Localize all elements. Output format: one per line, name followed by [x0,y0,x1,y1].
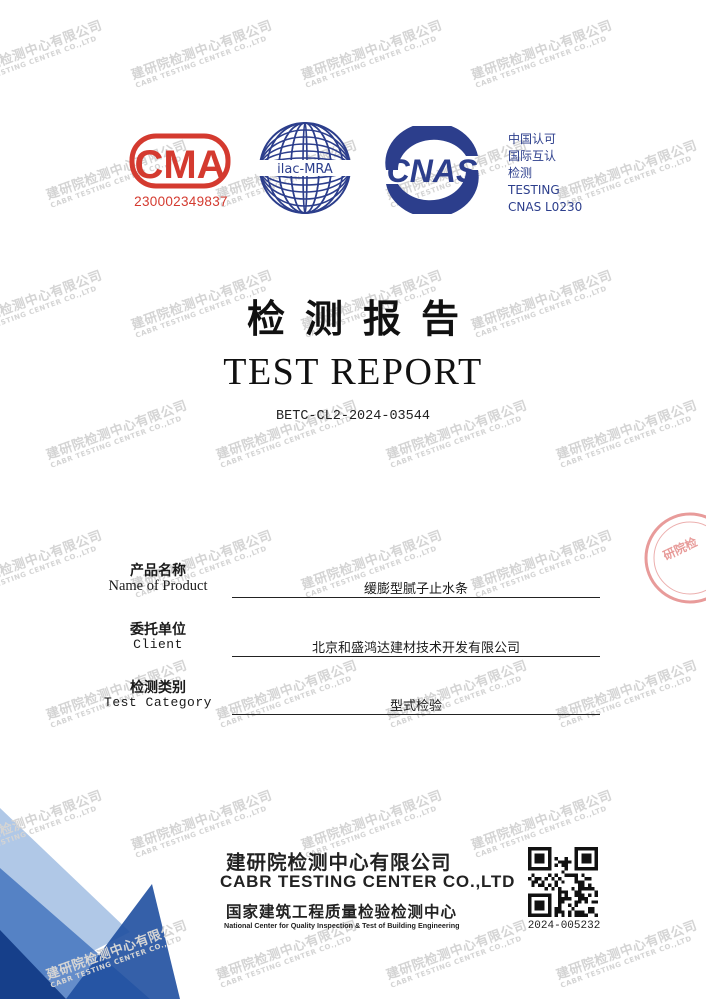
field-value: 型式检验 [389,699,442,714]
svg-text:ilac-MRA: ilac-MRA [277,162,333,177]
red-seal-stamp-icon [644,512,706,604]
field-label-en: Test Category [104,695,212,710]
field-underline [232,597,600,598]
svg-text:CNAS: CNAS [387,153,478,189]
qr-code-number: 2024-005232 [527,920,601,932]
field-value: 北京和盛鸿达建材技术开发有限公司 [311,641,520,656]
qr-code-icon[interactable] [528,847,598,917]
cnas-line-2: 国际互认 [508,149,557,163]
report-title-en: TEST REPORT [223,351,483,393]
field-test-category: 检测类别 Test Category 型式检验 [0,677,706,725]
field-label-en: Client [133,637,183,652]
ilac-mra-logo-icon: ilac-MRA [259,122,351,214]
national-center-name-cn: 国家建筑工程质量检验检测中心 [226,903,458,921]
cnas-accreditation-text: 中国认可 国际互认 检测 TESTING CNAS L0230 [508,131,582,216]
field-product-name: 产品名称 Name of Product 缓膨型腻子止水条 [0,560,706,608]
cnas-logo-icon: CNAS [385,126,479,214]
field-label-cn: 检测类别 [130,680,186,696]
report-number: BETC-CL2-2024-03544 [276,409,430,424]
cnas-line-1: 中国认可 [508,132,557,146]
field-underline [232,714,600,715]
field-label-cn: 委托单位 [130,622,186,638]
field-value: 缓膨型腻子止水条 [363,582,468,597]
report-title-cn: 检测报告 [246,297,479,341]
cnas-line-4: TESTING [508,183,560,197]
field-label-en: Name of Product [108,578,208,594]
national-center-name-en: National Center for Quality Inspection &… [224,921,460,930]
organization-name-cn: 建研院检测中心有限公司 [226,851,452,874]
field-client: 委托单位 Client 北京和盛鸿达建材技术开发有限公司 [0,619,706,667]
svg-text:CMA: CMA [134,143,225,187]
cma-logo-icon: CMA [129,133,231,189]
cnas-line-5: CNAS L0230 [508,200,583,214]
cnas-line-3: 检测 [508,166,533,180]
field-underline [232,656,600,657]
organization-name-en: CABR TESTING CENTER CO.,LTD [220,872,516,891]
cma-number: 230002349837 [134,194,228,209]
field-label-cn: 产品名称 [130,563,186,579]
